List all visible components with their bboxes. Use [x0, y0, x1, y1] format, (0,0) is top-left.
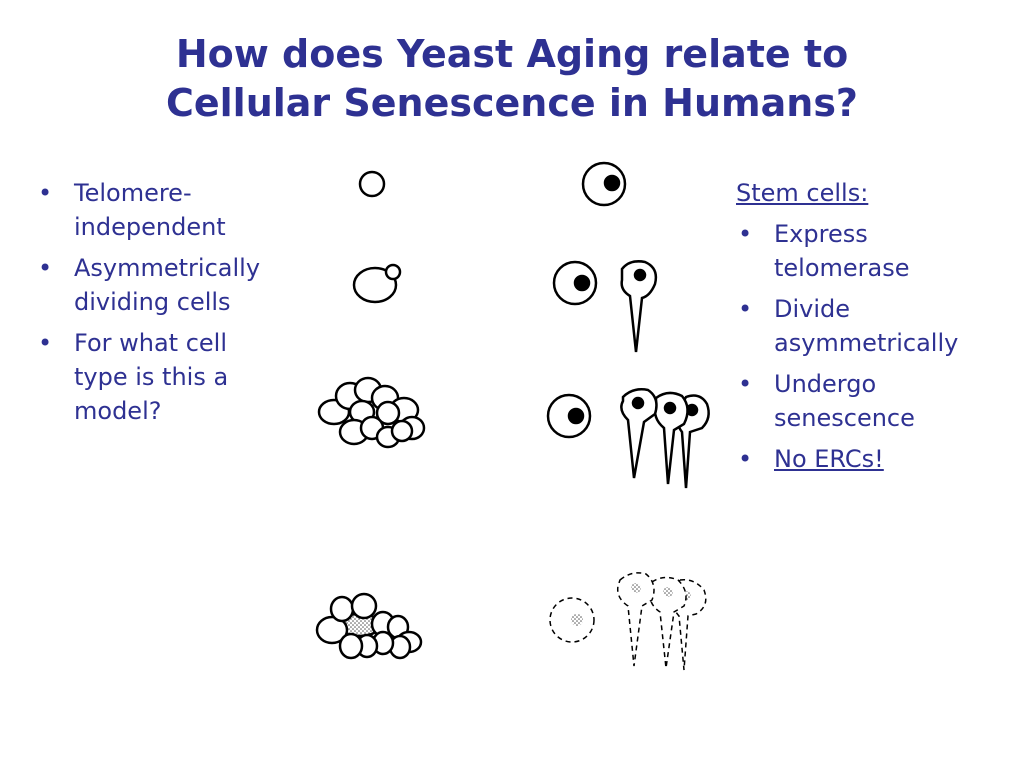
bullet-icon: • [38, 329, 53, 357]
bullet-line: For what cell [74, 329, 228, 357]
bullet-asymmetric-division: • Asymmetrically dividing cells [36, 251, 306, 319]
bullet-icon: • [738, 445, 753, 473]
cell-division-diagram [315, 161, 710, 671]
stem-cell-with-progeny [546, 388, 710, 489]
bullet-express-telomerase: • Express telomerase [736, 217, 1016, 285]
stem-cell-bullet-list: Stem cells: • Express telomerase • Divid… [736, 176, 1016, 483]
senescent-cells [549, 572, 707, 671]
bullet-telomere-independent: • Telomere- independent [36, 176, 306, 244]
bullet-icon: • [738, 370, 753, 398]
bullet-line: model? [74, 397, 162, 425]
bullet-line: asymmetrically [774, 329, 959, 357]
yeast-cell-budding [352, 263, 402, 304]
yeast-bullet-list: • Telomere- independent • Asymmetrically… [36, 176, 306, 435]
bullet-line: Divide [774, 295, 851, 323]
yeast-colony-aged [315, 592, 423, 660]
stem-cell-dividing [552, 260, 658, 353]
bullet-line: Undergo [774, 370, 877, 398]
stem-cells-heading: Stem cells: [736, 179, 869, 207]
slide-title-line-2: Cellular Senescence in Humans? [166, 81, 858, 125]
stem-cell-single [581, 161, 627, 207]
bullet-line: type is this a [74, 363, 229, 391]
bullet-divide-asymmetrically: • Divide asymmetrically [736, 292, 1016, 360]
bullet-line: Express [774, 220, 868, 248]
bullet-line: senescence [774, 404, 915, 432]
bullet-model-question: • For what cell type is this a model? [36, 326, 306, 428]
bullet-icon: • [738, 295, 753, 323]
bullet-line: telomerase [774, 254, 910, 282]
bullet-no-ercs: • No ERCs! [736, 442, 1016, 476]
bullet-line: Telomere- [74, 179, 192, 207]
bullet-line: Asymmetrically [74, 254, 261, 282]
bullet-line: dividing cells [74, 288, 231, 316]
bullet-icon: • [738, 220, 753, 248]
bullet-icon: • [38, 254, 53, 282]
yeast-cell-single [358, 170, 386, 198]
bullet-line: independent [74, 213, 226, 241]
slide-title-line-1: How does Yeast Aging relate to [175, 32, 849, 76]
bullet-icon: • [38, 179, 53, 207]
yeast-colony [317, 376, 426, 449]
bullet-line: No ERCs! [774, 445, 884, 473]
slide-title: How does Yeast Aging relate to Cellular … [0, 30, 1024, 128]
bullet-undergo-senescence: • Undergo senescence [736, 367, 1016, 435]
